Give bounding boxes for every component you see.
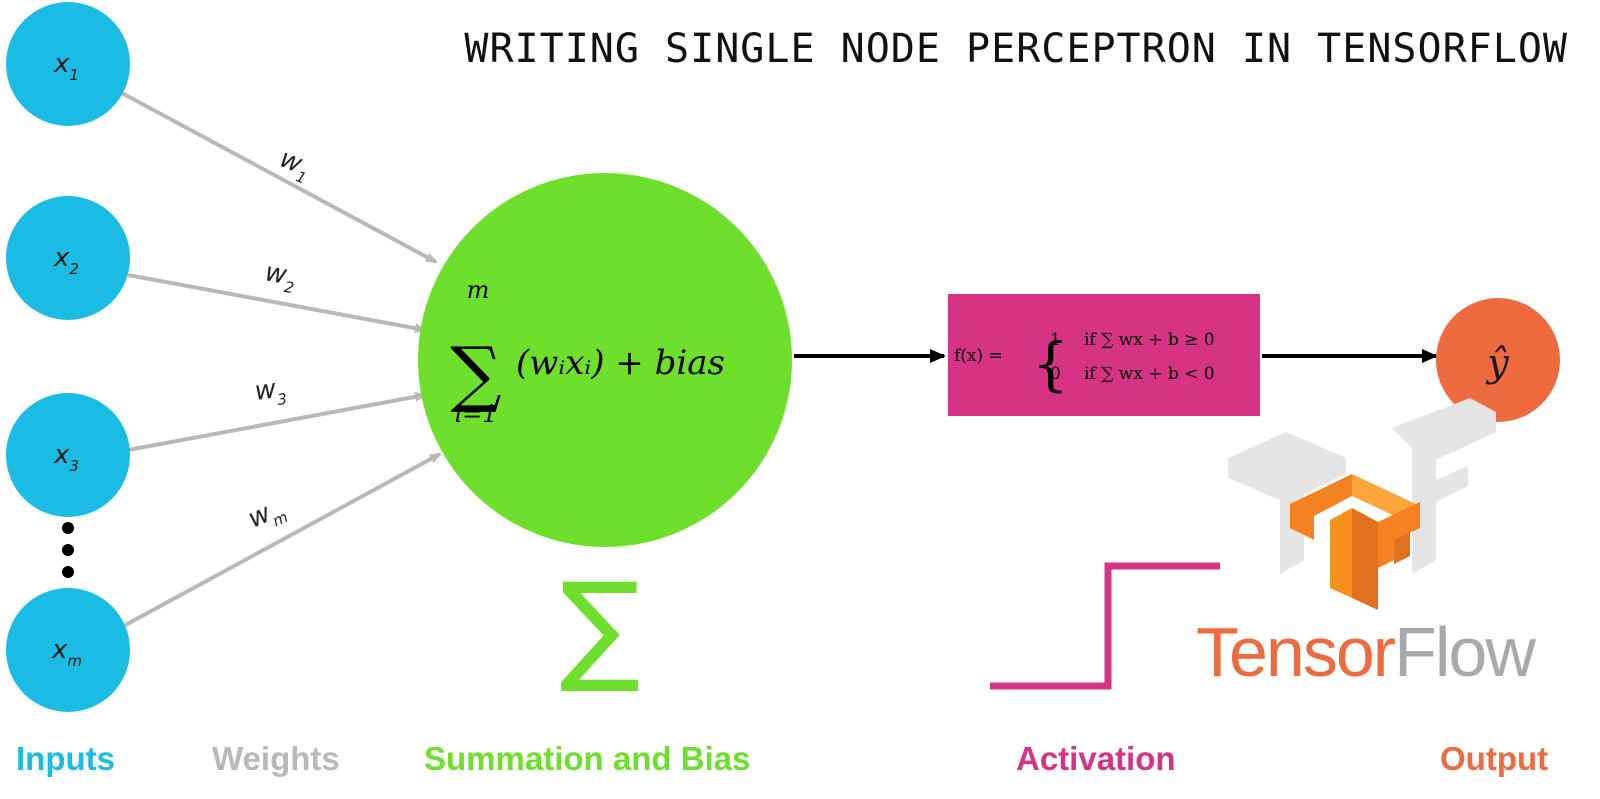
weight-arrow-1 xyxy=(119,90,438,264)
tensorflow-wordmark: TensorFlow xyxy=(1196,613,1536,691)
input-node-m: xm xyxy=(6,588,130,712)
svg-text:w1: w1 xyxy=(274,144,316,188)
weight-label-3: w3 xyxy=(253,373,288,412)
step-function-icon xyxy=(990,562,1220,690)
output-node: ŷ xyxy=(1436,298,1560,422)
output-symbol: ŷ xyxy=(1485,341,1509,385)
tensorflow-logo-icon xyxy=(1290,474,1420,610)
legend-weights: Weights xyxy=(212,740,340,777)
legend-summation: Summation and Bias xyxy=(424,740,750,777)
activation-brace: { xyxy=(1032,330,1069,398)
sum-sigma: ∑ xyxy=(450,331,501,415)
activation-case1-condition: if ∑ wx + b ≥ 0 xyxy=(1084,330,1215,350)
svg-text:wm: wm xyxy=(244,492,291,539)
weight-label-2: w2 xyxy=(262,257,298,297)
sigma-icon: ∑ xyxy=(560,558,641,697)
svg-text:w3: w3 xyxy=(253,373,288,412)
activation-case2-condition: if ∑ wx + b < 0 xyxy=(1084,364,1215,384)
legend-activation: Activation xyxy=(1016,740,1176,777)
weight-arrow-2 xyxy=(127,273,427,334)
svg-text:xm: xm xyxy=(51,635,82,670)
legend-inputs: Inputs xyxy=(16,740,115,777)
legend-output: Output xyxy=(1440,740,1548,777)
weight-label-m: wm xyxy=(244,492,291,539)
svg-text:x2: x2 xyxy=(53,243,79,278)
sum-expression: (wᵢxᵢ) + bias xyxy=(516,343,725,383)
weight-arrow-m xyxy=(119,452,442,630)
input-node-3: x3 xyxy=(6,393,130,517)
svg-text:x1: x1 xyxy=(53,49,79,84)
page-title: WRITING SINGLE NODE PERCEPTRON IN TENSOR… xyxy=(464,26,1568,72)
weight-arrow-3 xyxy=(127,391,427,452)
weight-label-1: w1 xyxy=(274,144,316,188)
input-node-1: x1 xyxy=(6,2,130,126)
svg-text:w2: w2 xyxy=(262,257,298,297)
input-node-2: x2 xyxy=(6,196,130,320)
activation-lhs: f(x) = xyxy=(954,346,1003,366)
summation-node: m ∑ i=1 (wᵢxᵢ) + bias xyxy=(418,173,792,547)
sum-lower-limit: i=1 xyxy=(454,400,497,428)
activation-case2-value: 0 xyxy=(1050,364,1061,384)
input-ellipsis xyxy=(62,522,74,578)
tensorflow-watermark-icon xyxy=(1228,398,1496,574)
sum-upper-limit: m xyxy=(467,276,490,304)
activation-case1-value: 1 xyxy=(1050,330,1061,350)
svg-text:x3: x3 xyxy=(53,440,79,475)
activation-box: f(x) = { 1 if ∑ wx + b ≥ 0 0 if ∑ wx + b… xyxy=(948,294,1260,416)
